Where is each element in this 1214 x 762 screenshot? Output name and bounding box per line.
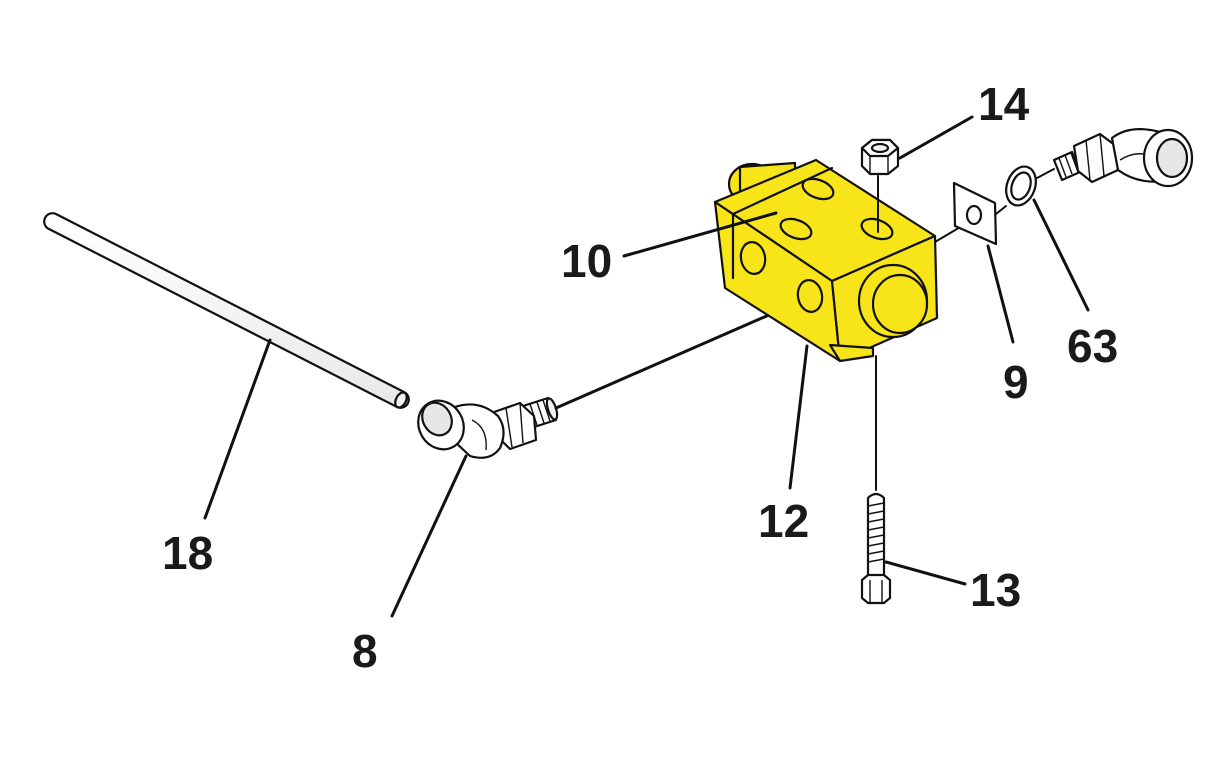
callout-9: 9	[1003, 356, 1029, 408]
callout-14: 14	[978, 78, 1030, 130]
leader-13	[884, 560, 967, 586]
elbow-fitting-right-icon[interactable]	[1052, 127, 1194, 188]
callout-8: 8	[352, 625, 378, 677]
gasket-plate-icon[interactable]	[934, 181, 998, 246]
valve-body-port-icon[interactable]	[795, 263, 929, 339]
callout-18: 18	[162, 527, 213, 579]
leader-18	[203, 338, 272, 520]
callout-12: 12	[758, 495, 809, 547]
leader-9	[986, 244, 1015, 344]
leader-63	[1032, 198, 1090, 312]
tube-icon[interactable]	[43, 212, 410, 409]
hex-nut-icon[interactable]	[860, 138, 900, 176]
cap-screw-icon[interactable]	[860, 355, 892, 605]
leader-14	[898, 115, 974, 160]
leader-12	[788, 344, 809, 490]
callout-13: 13	[970, 564, 1021, 616]
elbow-fitting-icon[interactable]	[409, 392, 559, 459]
leader-10	[622, 211, 778, 258]
callout-10: 10	[561, 235, 612, 287]
leader-8	[390, 454, 468, 618]
callout-63: 63	[1067, 320, 1118, 372]
valve-body-icon[interactable]	[713, 158, 939, 363]
o-ring-icon[interactable]	[1001, 162, 1041, 209]
